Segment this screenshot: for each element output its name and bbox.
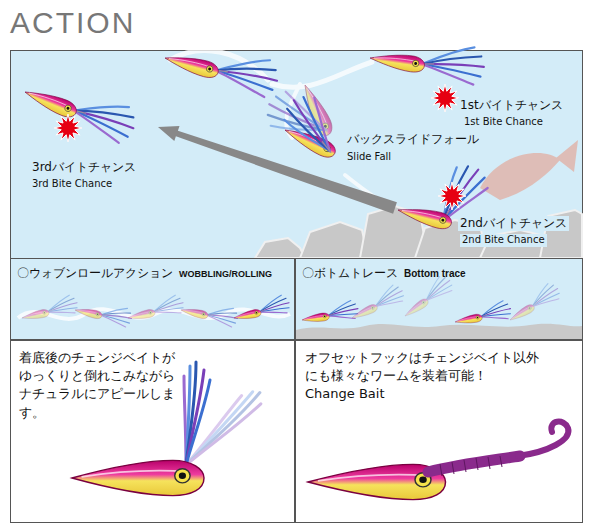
panel-text: Bottom trace xyxy=(404,267,466,281)
bite-label: 2nd Bite Chance xyxy=(460,234,547,247)
lure xyxy=(300,300,359,326)
lure-ghost xyxy=(504,281,563,326)
worm xyxy=(428,422,568,472)
title: ACTION xyxy=(10,8,135,38)
path-shape xyxy=(476,458,478,470)
path-shape xyxy=(428,456,520,472)
panel: 〇ボトムトレース Bottom trace xyxy=(295,258,583,340)
fish xyxy=(480,140,578,200)
lure xyxy=(368,33,486,86)
bite-burst xyxy=(431,84,459,112)
polygon-shape xyxy=(300,222,368,258)
lure-ghost xyxy=(180,298,240,328)
bite-label: バックスライドフォール xyxy=(345,132,481,147)
lure-ghost xyxy=(19,294,79,324)
lure xyxy=(231,294,291,324)
bite-burst xyxy=(54,114,82,142)
panel-ground xyxy=(295,258,583,340)
path-shape xyxy=(440,464,442,476)
bite-label: 2ndバイトチャンス xyxy=(458,216,569,231)
top-panel xyxy=(11,51,583,259)
lure-ghost xyxy=(398,273,455,321)
lure xyxy=(453,300,512,328)
path-shape xyxy=(186,380,210,465)
lure-skirt xyxy=(278,91,342,165)
bite-label: 1stバイトチャンス xyxy=(458,98,565,113)
panel-text: Change Bait xyxy=(305,385,573,403)
panel: 〇ウォブンロールアクション WOBBLING/ROLLING xyxy=(10,258,295,340)
worm-ribs xyxy=(440,456,502,476)
path-shape xyxy=(272,62,372,87)
bite-label: 3rd Bite Chance xyxy=(30,178,114,191)
bite-label: Slide Fall xyxy=(345,151,393,164)
panel-heading: 〇ウォブンロールアクション xyxy=(17,265,173,282)
lure-body xyxy=(396,202,453,231)
panel-ground xyxy=(10,258,295,340)
bite-label: 3rdバイトチャンス xyxy=(30,160,138,175)
path-shape xyxy=(464,460,466,472)
lure xyxy=(21,69,141,146)
sea-bottom xyxy=(296,324,582,340)
panel-text: WOBBLING/ROLLING xyxy=(179,268,272,281)
lure-body xyxy=(282,123,339,161)
bite-burst xyxy=(438,182,466,210)
lure xyxy=(162,34,282,99)
panel-heading: 〇ボトムトレース xyxy=(302,265,398,282)
lure-body xyxy=(72,460,204,495)
bite-label: 1st Bite Chance xyxy=(462,116,545,129)
path-shape xyxy=(488,457,490,469)
panel-heading: 着底後のチェンジベイトがゆっくりと倒れこみながらナチュラルにアピールします。 xyxy=(19,349,180,422)
skirt xyxy=(184,362,210,465)
lure-ghost xyxy=(74,298,134,328)
path-shape xyxy=(500,456,502,467)
path-shape xyxy=(518,422,568,456)
polygon-shape xyxy=(255,238,305,258)
lure-ghost xyxy=(125,294,185,324)
lure-ghost xyxy=(347,283,406,324)
path-shape xyxy=(452,462,454,474)
panel: 着底後のチェンジベイトがゆっくりと倒れこみながらナチュラルにアピールします。 xyxy=(10,340,295,523)
panel-heading: オフセットフックはチェンジベイト以外にも様々なワームを装着可能！ xyxy=(305,349,544,385)
panel: オフセットフックはチェンジベイト以外にも様々なワームを装着可能！Change B… xyxy=(295,340,583,523)
